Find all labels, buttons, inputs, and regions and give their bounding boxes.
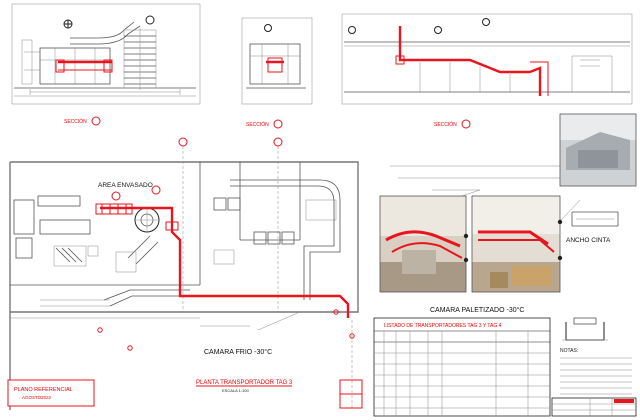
plano-referencial-box: PLANO REFERENCIAL AGOSTO2022 bbox=[7, 379, 95, 407]
notes-block: NOTAS: bbox=[560, 348, 632, 395]
section-label-a: SECCIÓN bbox=[64, 116, 101, 126]
elevation-view-1 bbox=[11, 3, 201, 105]
elevation-view-3 bbox=[341, 13, 633, 105]
svg-text:SECCIÓN: SECCIÓN bbox=[434, 121, 457, 128]
svg-text:ANCHO CINTA: ANCHO CINTA bbox=[566, 237, 611, 244]
site-photo-3 bbox=[559, 113, 637, 187]
conveyor-tag3-plan bbox=[95, 185, 350, 318]
table-title: LISTADO DE TRANSPORTADORES TAG 3 Y TAG 4 bbox=[384, 323, 502, 329]
svg-text:ESCALA 1:100: ESCALA 1:100 bbox=[222, 388, 249, 393]
plan-title: PLANTA TRANSPORTADOR TAG 3 ESCALA 1:100 bbox=[196, 380, 293, 393]
camara-frio-label: CAMARA FRIO -30°C bbox=[204, 348, 272, 356]
plan-view: AREA ENVASADO CAMARA FRIO -30°C bbox=[9, 137, 363, 410]
conveyor-table: LISTADO DE TRANSPORTADORES TAG 3 Y TAG 4 bbox=[373, 317, 551, 417]
section-label-b: SECCIÓN bbox=[246, 119, 283, 129]
svg-text:SECCIÓN: SECCIÓN bbox=[246, 121, 269, 128]
area-envasado-label: AREA ENVASADO bbox=[98, 182, 153, 189]
svg-text:NOTAS:: NOTAS: bbox=[560, 348, 578, 354]
spiral-conveyor bbox=[123, 28, 157, 90]
section-label-c: SECCIÓN bbox=[434, 119, 471, 129]
section-symbol bbox=[562, 317, 608, 341]
site-photo-1 bbox=[379, 195, 469, 293]
title-block bbox=[551, 397, 637, 417]
svg-text:AGOSTO2022: AGOSTO2022 bbox=[22, 395, 52, 400]
ancho-cinta-detail: ANCHO CINTA bbox=[566, 211, 619, 244]
svg-text:PLANTA TRANSPORTADOR TAG 3: PLANTA TRANSPORTADOR TAG 3 bbox=[196, 380, 293, 386]
spiral-unit-plan bbox=[134, 207, 160, 233]
svg-text:PLANO REFERENCIAL: PLANO REFERENCIAL bbox=[14, 387, 73, 393]
elevation-view-2 bbox=[241, 17, 313, 105]
camara-paletizado-label: CAMARA PALETIZADO -30°C bbox=[430, 306, 524, 314]
site-photo-2 bbox=[471, 195, 563, 293]
svg-text:SECCIÓN: SECCIÓN bbox=[64, 118, 87, 125]
